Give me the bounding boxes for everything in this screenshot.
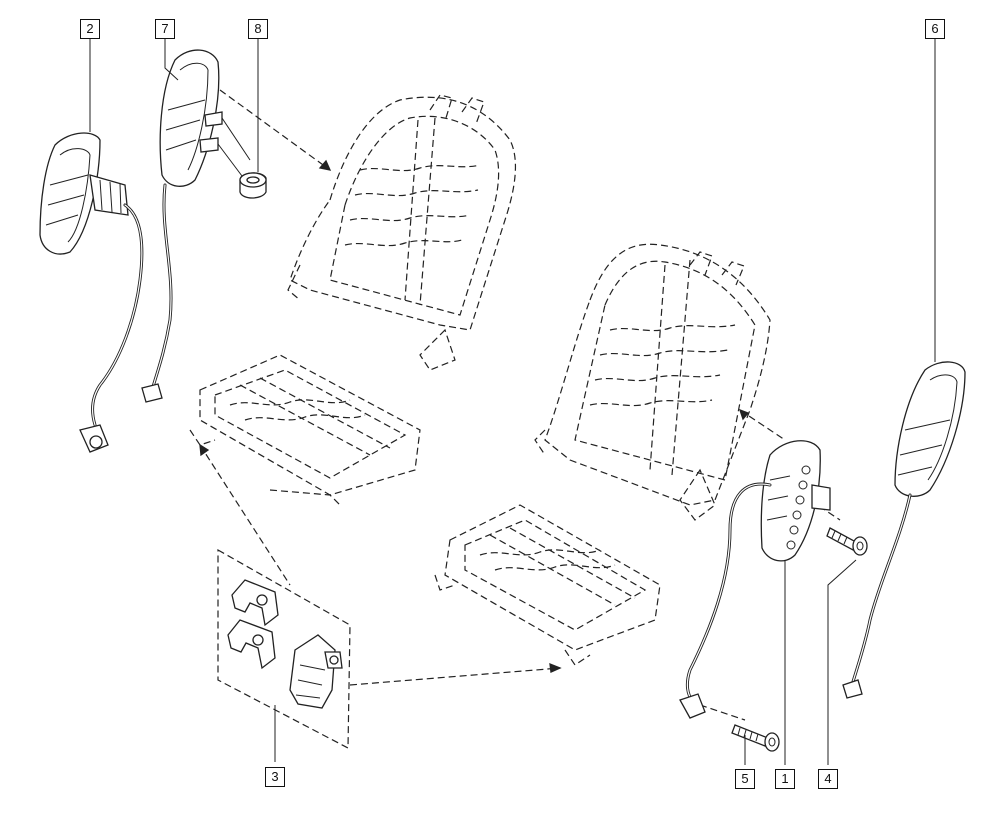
callout-2: 2 <box>80 19 100 39</box>
callout-3: 3 <box>265 767 285 787</box>
bolt-part-5 <box>731 724 780 752</box>
callout-4: 4 <box>818 769 838 789</box>
left-seat-back-frame <box>287 94 517 371</box>
assembly-arrows <box>199 89 841 721</box>
callout-leaders <box>89 38 936 765</box>
callout-1: 1 <box>775 769 795 789</box>
nut-part-8 <box>239 172 267 199</box>
side-airbag-module-far-right <box>842 361 966 699</box>
left-seat-cushion-frame <box>189 354 421 506</box>
side-airbag-module-left <box>39 132 144 453</box>
side-airbag-module-right <box>679 440 831 719</box>
side-airbag-module-upper <box>141 49 251 403</box>
right-seat-cushion-frame <box>434 504 661 666</box>
callout-5: 5 <box>735 769 755 789</box>
callout-8: 8 <box>248 19 268 39</box>
callout-6: 6 <box>925 19 945 39</box>
bracket-kit-part-3 <box>217 548 351 749</box>
callout-7: 7 <box>155 19 175 39</box>
right-seat-back-frame <box>534 243 771 521</box>
bolt-part-4 <box>826 527 868 556</box>
